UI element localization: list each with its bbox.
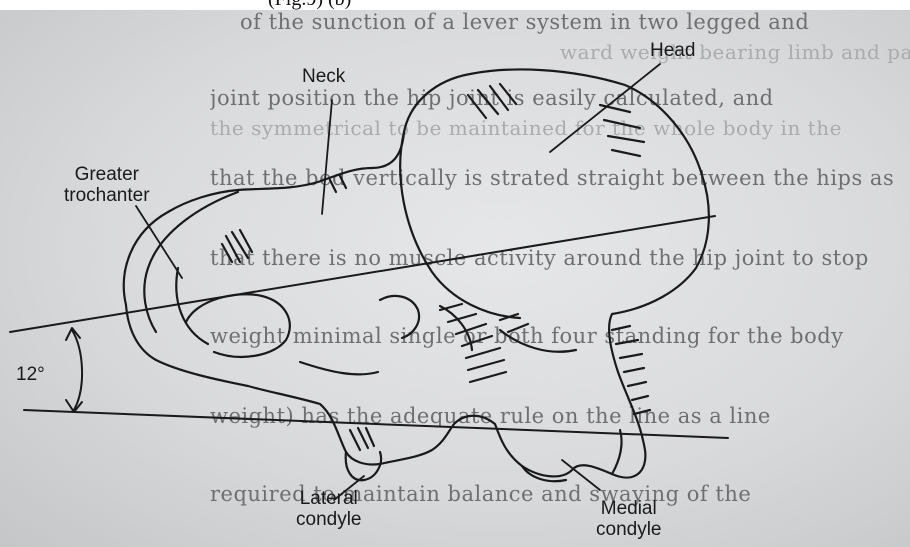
neck-label: Neck <box>302 66 345 87</box>
greater-trochanter-label-line1: Greater <box>64 164 150 185</box>
medial-condyle-outline <box>522 466 566 481</box>
angle-arc <box>72 330 82 410</box>
medial-condyle-label-line1: Medial <box>596 498 662 519</box>
condylar-axis-line <box>24 410 728 438</box>
lateral-condyle-label-line2: condyle <box>296 509 362 530</box>
head-label: Head <box>650 40 695 61</box>
neck-leader-line <box>322 100 332 214</box>
angle-label: 12° <box>16 364 45 385</box>
greater-trochanter-label: Greater trochanter <box>64 164 150 206</box>
head-leader-line <box>550 64 660 152</box>
neck-axis-line <box>10 216 715 332</box>
lateral-condyle-label: Lateral condyle <box>296 488 362 530</box>
greater-trochanter-label-line2: trochanter <box>64 185 150 206</box>
medial-condyle-label: Medial condyle <box>596 498 662 540</box>
lateral-condyle-label-line1: Lateral <box>296 488 362 509</box>
femur-outline <box>124 69 709 477</box>
medial-condyle-label-line2: condyle <box>596 519 662 540</box>
